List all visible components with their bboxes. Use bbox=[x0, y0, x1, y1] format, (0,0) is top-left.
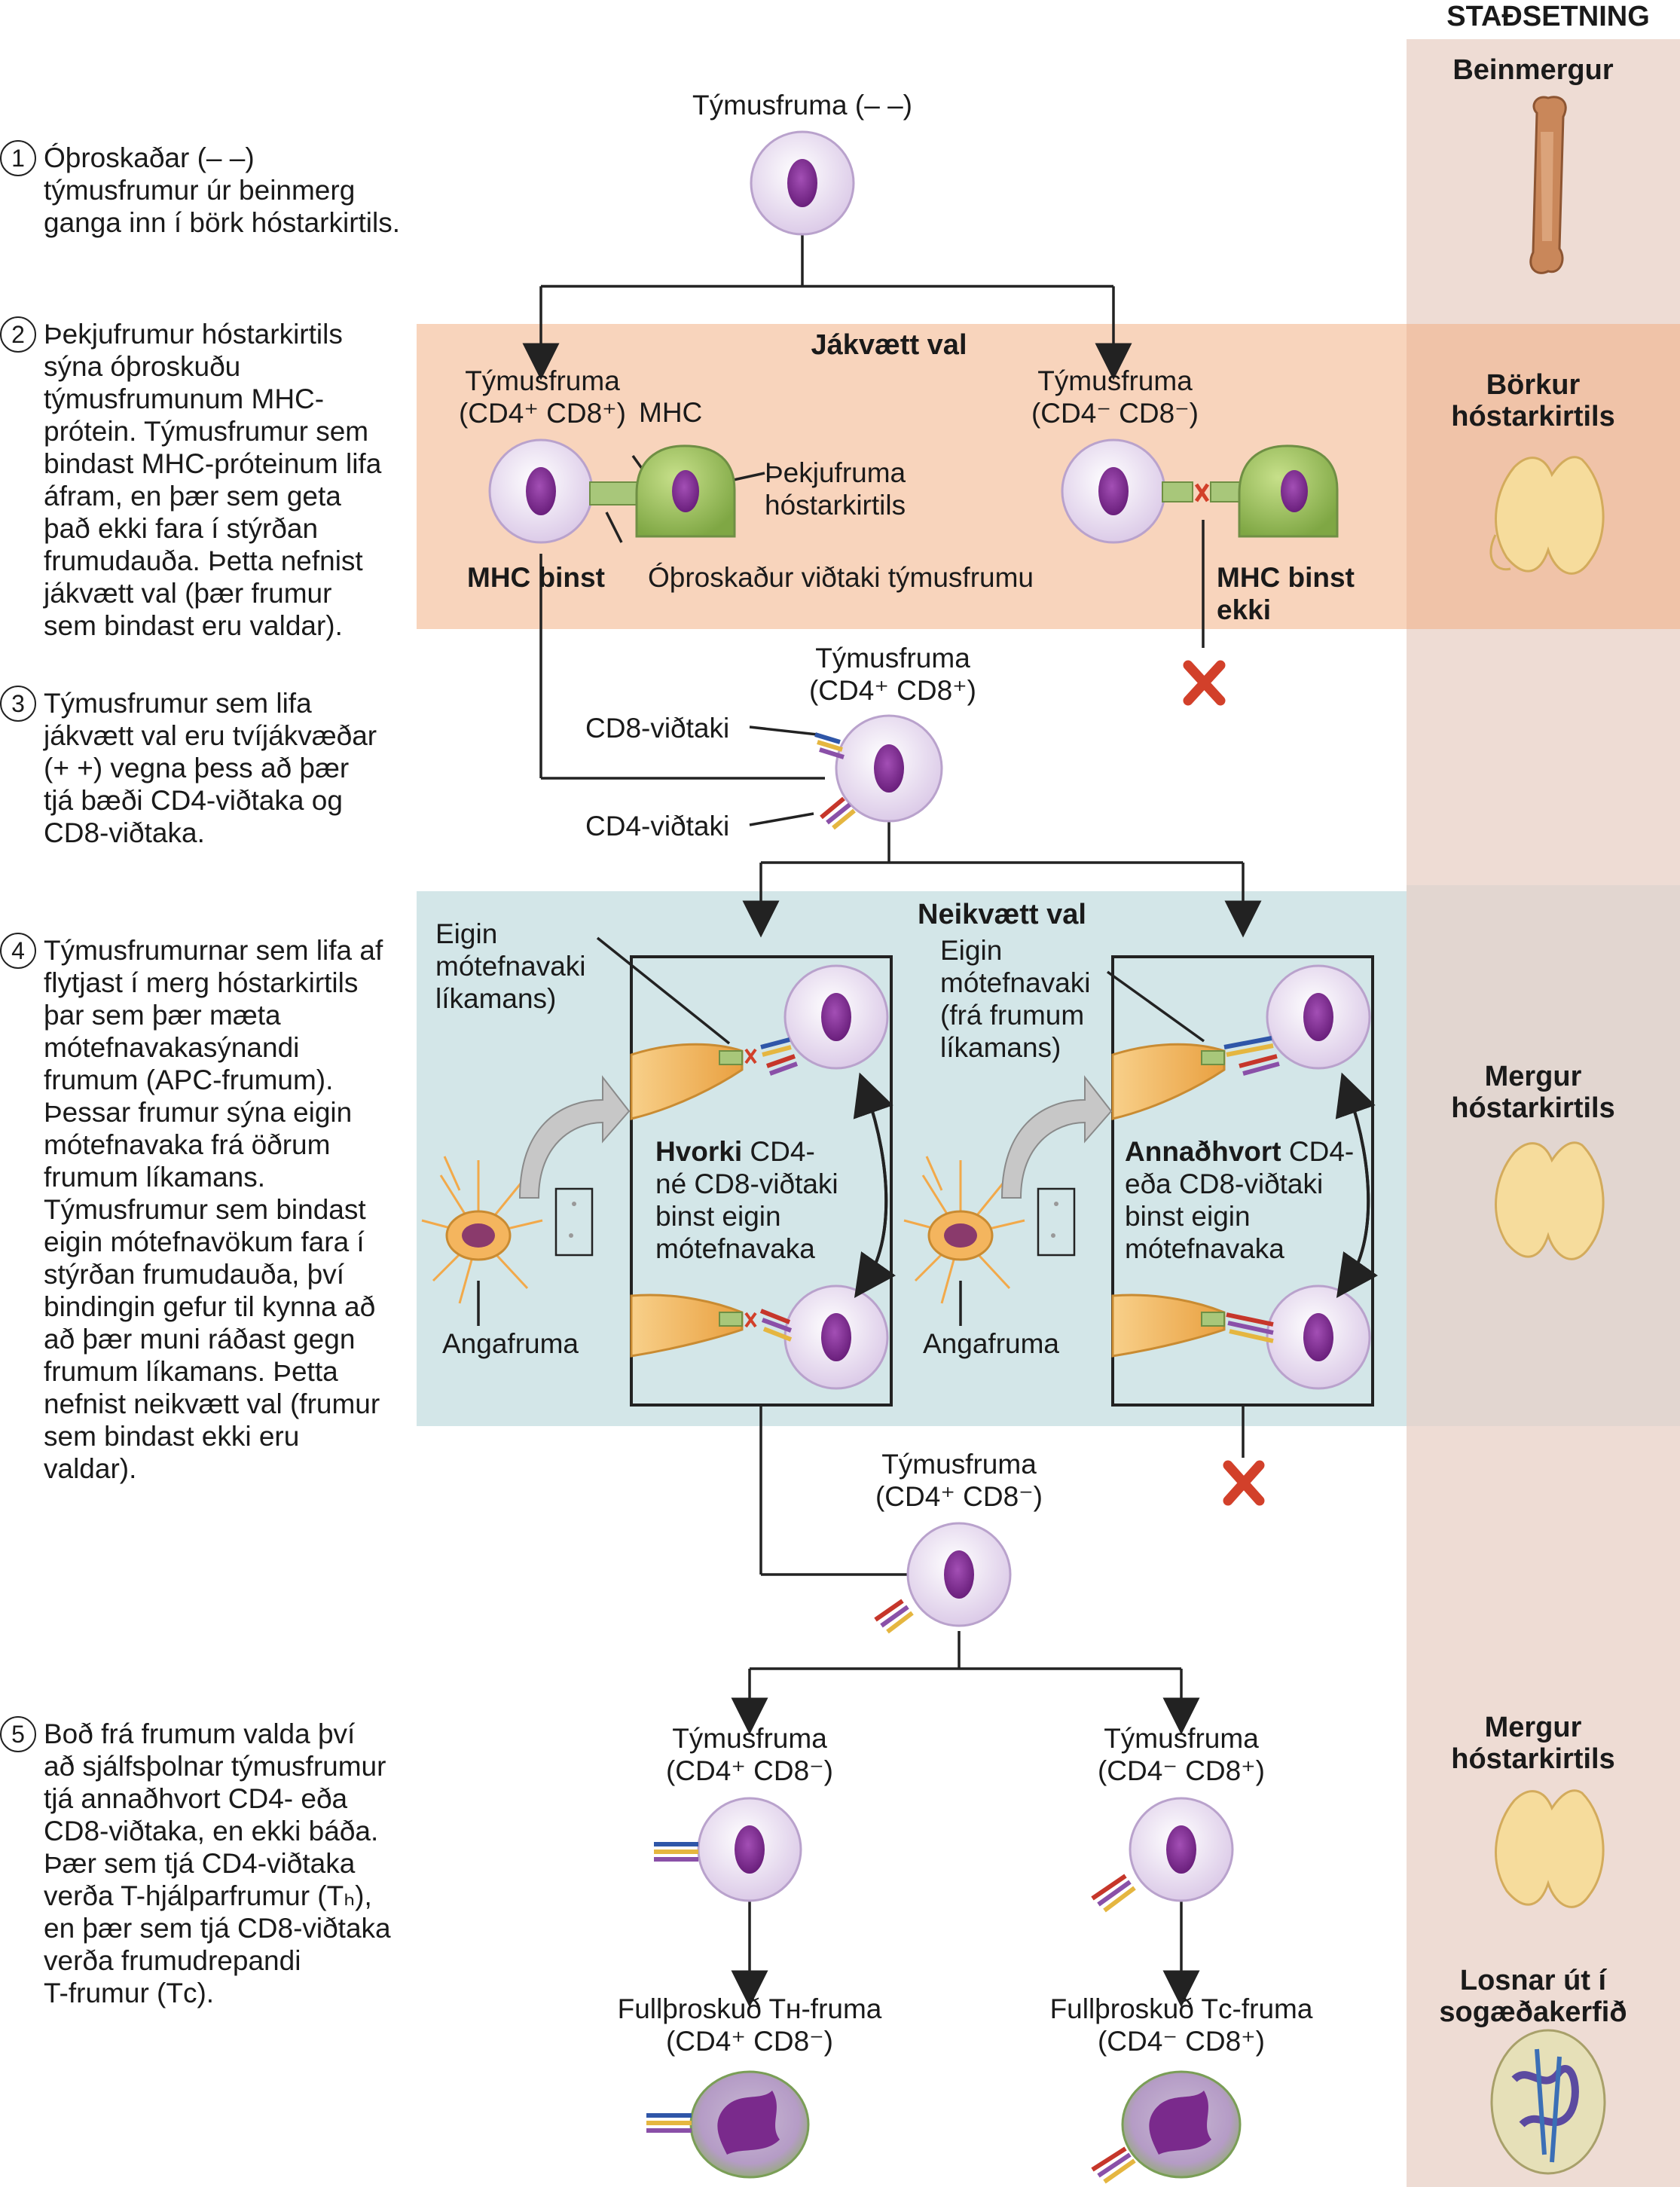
step-3-number: 3 bbox=[0, 686, 36, 722]
left-box-bold: Hvorki bbox=[655, 1136, 743, 1167]
location-lymphatic: Losnar út í sogæðakerfið bbox=[1439, 1965, 1627, 2028]
thymus-icon bbox=[1489, 456, 1605, 575]
positive-right-cell-label: Týmusfruma (CD4⁻ CD8⁻) bbox=[1031, 365, 1199, 429]
positive-selection-title: Jákvætt val bbox=[811, 329, 967, 361]
right-self-antigen-label: Eigin mótefnavaki (frá frumum líkamans) bbox=[940, 935, 1091, 1063]
step-1-number: 1 bbox=[0, 140, 36, 176]
cd8-receptor-label: CD8-viðtaki bbox=[585, 713, 730, 744]
mature-th-cell bbox=[646, 2070, 810, 2179]
thymus-icon bbox=[1495, 1141, 1605, 1260]
thymocyte-cell-left bbox=[488, 438, 594, 544]
epithelial-cell-left bbox=[635, 444, 736, 538]
apc-cell-right-top bbox=[1111, 1043, 1226, 1120]
cd4-receptor-label: CD4-viðtaki bbox=[585, 811, 730, 842]
top-cell-label: Týmusfruma (– –) bbox=[692, 90, 912, 121]
cd8-thymocyte-cell bbox=[1091, 1797, 1234, 1913]
thymocyte-cell-neg-left-top bbox=[760, 964, 889, 1076]
thymocyte-cell-neg-left-bottom bbox=[759, 1284, 889, 1390]
single-positive-cell bbox=[874, 1522, 1012, 1634]
lymph-node-icon bbox=[1490, 2029, 1606, 2175]
apc-cell-right-bottom bbox=[1111, 1294, 1226, 1358]
epithelial-cell-right bbox=[1238, 444, 1339, 538]
final-left-cell-label: Týmusfruma (CD4⁺ CD8⁻) bbox=[665, 1723, 834, 1786]
step-2-number: 2 bbox=[0, 316, 36, 353]
dendritic-cell-left bbox=[421, 1075, 631, 1304]
right-box-text: Annaðhvort CD4- eða CD8-viðtaki binst ei… bbox=[1125, 1135, 1354, 1265]
double-positive-label: Týmusfruma (CD4⁺ CD8⁺) bbox=[808, 643, 977, 706]
mhc-binds-label: MHC binst bbox=[467, 562, 605, 593]
location-thymus-cortex: Börkur hóstarkirtils bbox=[1451, 369, 1615, 432]
thymocyte-cell-neg-right-bottom bbox=[1226, 1284, 1371, 1390]
mhc-no-bind-label: MHC binst ekki bbox=[1217, 562, 1355, 625]
right-dendritic-label: Angafruma bbox=[923, 1328, 1059, 1359]
left-box-rest: CD4- né CD8-viðtaki binst eigin mótefnav… bbox=[655, 1136, 838, 1264]
non-binding-receptor bbox=[1162, 481, 1242, 502]
right-box-bold: Annaðhvort bbox=[1125, 1136, 1281, 1167]
thymocyte-cell-right bbox=[1061, 438, 1166, 544]
left-dendritic-label: Angafruma bbox=[442, 1328, 579, 1359]
apc-cell-left-bottom bbox=[630, 1294, 757, 1358]
step-5-number: 5 bbox=[0, 1716, 36, 1752]
step-2-text: Þekjufrumur hóstarkirtils sýna óþroskuðu… bbox=[44, 319, 382, 641]
thymus-icon bbox=[1495, 1789, 1605, 1908]
negative-selection-title: Neikvætt val bbox=[918, 899, 1086, 930]
dendritic-cell-right bbox=[903, 1075, 1113, 1304]
right-box-rest: CD4- eða CD8-viðtaki binst eigin mótefna… bbox=[1125, 1136, 1355, 1264]
mhc-receptor-binding bbox=[589, 481, 640, 506]
positive-left-cell-label: Týmusfruma (CD4⁺ CD8⁺) bbox=[458, 365, 627, 429]
mature-tc-label: Fullþroskuð Tᴄ-fruma (CD4⁻ CD8⁺) bbox=[1049, 1993, 1313, 2057]
step-4-number: 4 bbox=[0, 933, 36, 969]
left-self-antigen-label: Eigin mótefnavaki líkamans) bbox=[435, 918, 586, 1014]
epithelial-label: Þekjufruma hóstarkirtils bbox=[765, 457, 906, 521]
cd4-thymocyte-cell bbox=[654, 1797, 802, 1902]
step-1-text: Óþroskaðar (– –) týmusfrumur úr beinmerg… bbox=[44, 142, 401, 238]
final-right-cell-label: Týmusfruma (CD4⁻ CD8⁺) bbox=[1097, 1723, 1266, 1786]
step-5-text: Boð frá frumum valda því að sjálfsþolnar… bbox=[44, 1718, 391, 2008]
location-thymus-medulla-2: Mergur hóstarkirtils bbox=[1451, 1712, 1615, 1775]
thymocyte-cell-neg-right-top bbox=[1223, 964, 1371, 1076]
bone-icon bbox=[1529, 96, 1567, 274]
step-3-text: Týmusfrumur sem lifa jákvætt val eru tví… bbox=[44, 688, 377, 848]
single-positive-label: Týmusfruma (CD4⁺ CD8⁻) bbox=[875, 1449, 1043, 1512]
apc-cell-left-top bbox=[630, 1043, 757, 1120]
rejected-cross-icon bbox=[1223, 1460, 1265, 1506]
immature-thymocyte-cell bbox=[750, 130, 855, 236]
location-bone-marrow: Beinmergur bbox=[1452, 54, 1614, 86]
mature-tc-cell bbox=[1091, 2070, 1242, 2184]
negative-selection-band bbox=[417, 891, 1407, 1426]
double-positive-cell bbox=[814, 714, 943, 830]
step-4-text: Týmusfrumurnar sem lifa af flytjast í me… bbox=[44, 935, 383, 1484]
location-title: STAÐSETNING bbox=[1446, 1, 1650, 32]
left-box-text: Hvorki CD4- né CD8-viðtaki binst eigin m… bbox=[655, 1135, 838, 1265]
mhc-label: MHC bbox=[639, 397, 703, 428]
location-thymus-medulla-1: Mergur hóstarkirtils bbox=[1451, 1061, 1615, 1124]
immature-receptor-label: Óþroskaður viðtaki týmusfrumu bbox=[648, 562, 1034, 593]
mature-th-label: Fullþroskuð Tʜ-fruma (CD4⁺ CD8⁻) bbox=[617, 1993, 882, 2057]
rejected-cross-icon bbox=[1183, 660, 1226, 706]
